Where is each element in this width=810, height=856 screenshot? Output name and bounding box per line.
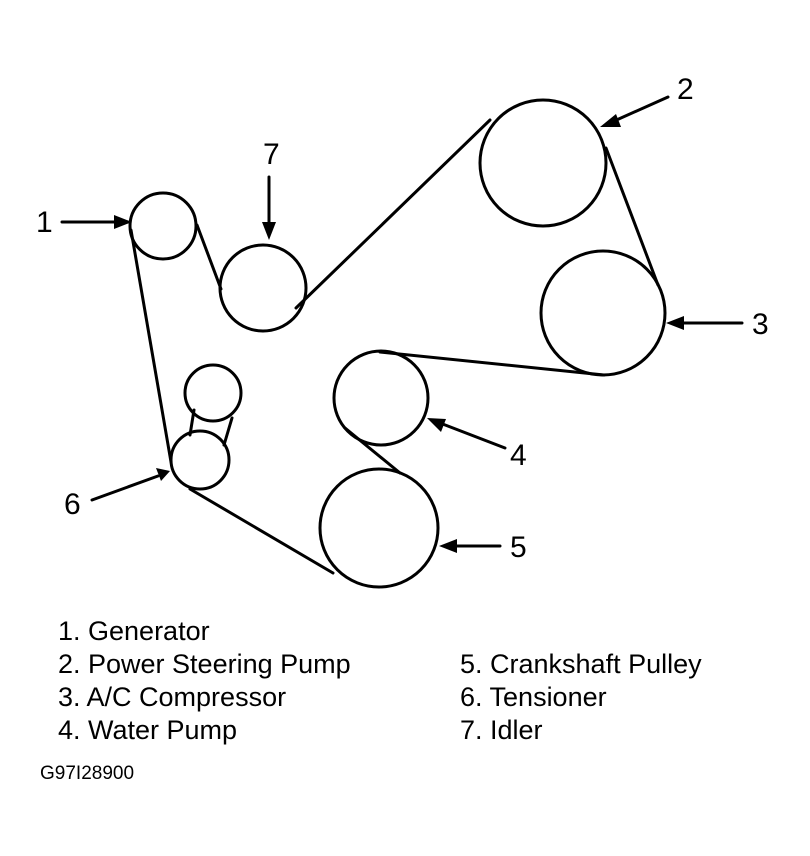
callout-1: 1	[36, 206, 53, 239]
power-steering-pump-pulley	[478, 98, 608, 228]
callout-5: 5	[510, 531, 527, 564]
belt-routing-diagram: 1 2 3 4 5 6 7	[36, 73, 769, 589]
belt-segment	[188, 487, 335, 575]
belt-segment	[604, 146, 660, 287]
belt-segment	[378, 350, 606, 377]
callout-6: 6	[64, 488, 81, 521]
legend-item: 3. A/C Compressor	[58, 682, 287, 712]
callout-2: 2	[677, 73, 694, 106]
callout-4: 4	[510, 439, 527, 472]
arrowhead-4	[427, 418, 446, 432]
legend-item: 4. Water Pump	[58, 715, 238, 745]
arrowhead-5	[439, 539, 457, 553]
legend-item: 2. Power Steering Pump	[58, 649, 351, 679]
belt-segment	[294, 118, 492, 310]
idler-pulley	[218, 243, 308, 333]
tensioner-upper-pulley	[183, 363, 243, 423]
arrowhead-7	[262, 222, 276, 240]
crankshaft-pulley	[318, 467, 440, 589]
legend-column-right: 5. Crankshaft Pulley 6. Tensioner 7. Idl…	[460, 648, 702, 747]
belt-segment	[129, 228, 173, 464]
arrowhead-3	[666, 316, 684, 330]
leader-line-6	[90, 474, 160, 502]
arrowhead-2	[600, 114, 621, 127]
belt-segment	[195, 223, 223, 291]
legend-item: 5. Crankshaft Pulley	[460, 649, 702, 679]
ac-compressor-pulley	[539, 249, 667, 377]
legend-column-left: 1. Generator 2. Power Steering Pump 3. A…	[58, 615, 351, 747]
legend-item: 6. Tensioner	[460, 682, 607, 712]
legend-item: 1. Generator	[58, 616, 210, 646]
belt-segment	[222, 416, 234, 447]
leader-line-4	[438, 421, 507, 450]
generator-pulley	[128, 191, 198, 261]
figure-code: G97I28900	[40, 763, 135, 784]
tensioner-pulley	[169, 429, 231, 491]
leader-line-2	[610, 95, 670, 124]
legend-item: 7. Idler	[460, 715, 543, 745]
arrowhead-6	[156, 468, 170, 481]
callout-3: 3	[752, 308, 769, 341]
water-pump-pulley	[332, 349, 430, 447]
arrowhead-1	[114, 215, 132, 229]
callout-7: 7	[263, 138, 280, 171]
